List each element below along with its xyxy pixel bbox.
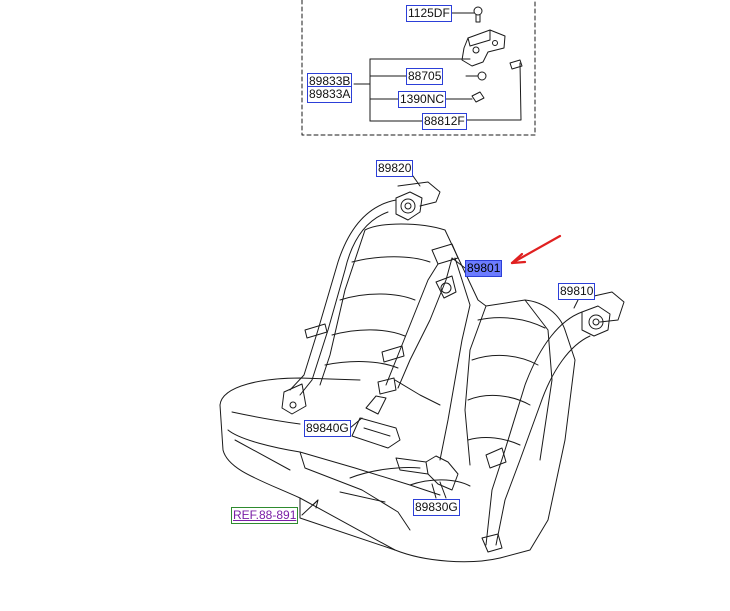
red-arrow	[510, 234, 562, 265]
bolt-1125df	[451, 6, 483, 23]
part-label-89820[interactable]: 89820	[376, 160, 414, 177]
buckle-89840g	[351, 395, 401, 449]
part-label-88812f[interactable]: 88812F	[422, 113, 467, 130]
belt-89810	[481, 291, 625, 553]
washer-1390nc	[471, 91, 485, 103]
belt-89801	[377, 243, 459, 395]
part-label-89833a[interactable]: 89833A	[307, 86, 353, 103]
part-label-89801[interactable]: 89801	[465, 260, 503, 277]
seat-back	[319, 223, 576, 559]
part-label-88705[interactable]: 88705	[406, 68, 444, 85]
nut-88705	[477, 71, 487, 81]
buckle-89830g	[395, 455, 459, 499]
detail-inset	[301, 0, 536, 136]
leader-lines	[301, 175, 579, 516]
anchor-bracket	[461, 29, 506, 67]
belt-89820	[281, 181, 441, 415]
part-label-1125df[interactable]: 1125DF	[406, 5, 452, 22]
part-label-89840g[interactable]: 89840G	[304, 420, 351, 437]
part-label-89810[interactable]: 89810	[558, 283, 596, 300]
reference-link[interactable]: REF.88-891	[231, 507, 299, 524]
part-label-1390nc[interactable]: 1390NC	[398, 91, 447, 108]
bolt-88812f	[465, 59, 523, 121]
seat-cushion	[219, 377, 501, 563]
part-label-89830g[interactable]: 89830G	[413, 499, 460, 516]
